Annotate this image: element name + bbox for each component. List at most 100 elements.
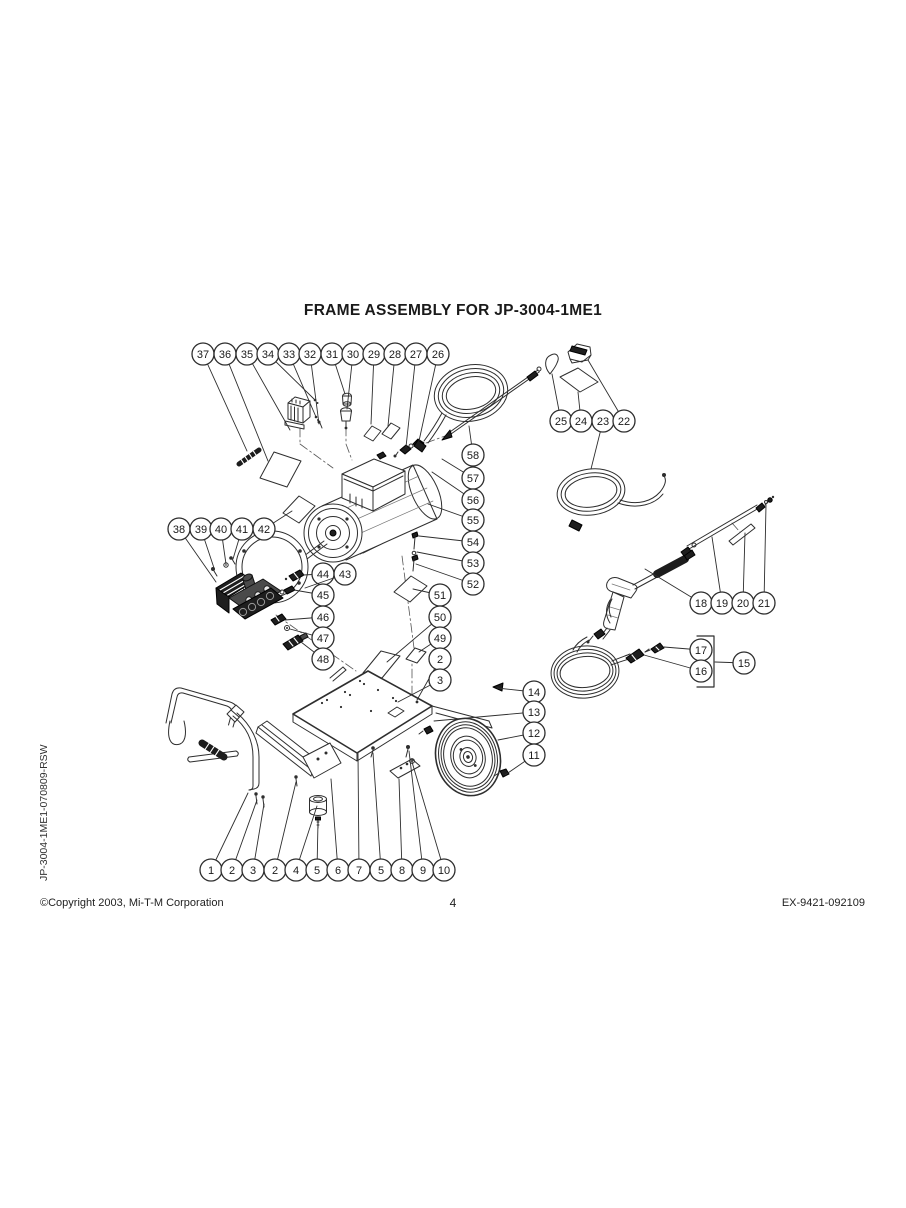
callout-48: 48 (300, 641, 335, 671)
callout-number: 44 (317, 569, 329, 581)
pump-fasteners (211, 556, 236, 577)
callout-number: 21 (758, 598, 770, 610)
callout-49: 49 (418, 626, 452, 653)
callout-number: 10 (438, 865, 450, 877)
callout-number: 2 (272, 865, 278, 877)
pump-fittings (270, 569, 309, 651)
decal-29 (363, 425, 382, 442)
motor-bolts (411, 531, 419, 572)
callout-number: 39 (195, 524, 207, 536)
leader-line (330, 778, 339, 871)
leader-line (231, 799, 258, 871)
callout-number: 26 (432, 349, 444, 361)
callout-21: 21 (752, 504, 776, 615)
callout-3: 3 (397, 668, 452, 703)
page-number: 4 (449, 896, 457, 910)
callout-number: 47 (317, 633, 329, 645)
callout-number: 22 (618, 416, 630, 428)
leader-line (309, 353, 320, 425)
callout-balloon (522, 743, 546, 767)
callout-19: 19 (710, 536, 734, 615)
callout-number: 4 (293, 865, 299, 877)
callout-number: 35 (241, 349, 253, 361)
callout-balloon (752, 591, 776, 615)
callout-balloon (461, 572, 485, 596)
callout-number: 15 (738, 658, 750, 670)
callout-4: 4 (284, 805, 318, 882)
callout-40: 40 (209, 517, 233, 565)
callout-number: 20 (737, 598, 749, 610)
callout-26: 26 (418, 342, 450, 442)
wand-parts (632, 495, 775, 590)
callout-55: 55 (427, 503, 485, 532)
callout-1: 1 (199, 792, 249, 882)
pump-drawing (215, 572, 284, 620)
callout-18: 18 (644, 568, 713, 615)
callout-37: 37 (191, 342, 248, 452)
callout-41: 41 (230, 517, 254, 560)
revision-side-label: JP-3004-1ME1-070809-RSW (38, 744, 50, 881)
callout-number: 38 (173, 524, 185, 536)
callout-28: 28 (383, 342, 407, 427)
callout-number: 28 (389, 349, 401, 361)
callout-52: 52 (415, 563, 485, 596)
leader-line (763, 504, 767, 604)
callout-number: 55 (467, 515, 479, 527)
callout-number: 3 (250, 865, 256, 877)
callout-number: 23 (597, 416, 609, 428)
callout-27: 27 (404, 342, 428, 448)
callout-3: 3 (241, 803, 265, 882)
callout-23: 23 (590, 409, 615, 470)
contactor-part (284, 396, 311, 430)
power-cord-coil (556, 468, 666, 532)
callout-2: 2 (263, 781, 297, 882)
callout-46: 46 (284, 605, 335, 629)
callout-38: 38 (167, 517, 217, 583)
leader-line (405, 353, 417, 448)
callout-number: 34 (262, 349, 274, 361)
callout-12: 12 (497, 721, 546, 745)
callout-51: 51 (412, 583, 452, 607)
callout-15: 15 (714, 651, 756, 675)
callout-balloon (432, 858, 456, 882)
callout-number: 49 (434, 633, 446, 645)
callout-number: 2 (229, 865, 235, 877)
callout-16: 16 (643, 654, 713, 683)
callout-34: 34 (256, 342, 315, 400)
leader-line (357, 752, 360, 871)
leader-line (202, 353, 248, 452)
callout-number: 46 (317, 612, 329, 624)
callout-7: 7 (347, 752, 371, 882)
wheel-drawing (434, 717, 510, 797)
callout-10: 10 (411, 761, 456, 882)
power-plug (567, 343, 592, 364)
callout-number: 33 (283, 349, 295, 361)
callout-number: 14 (528, 687, 540, 699)
callout-number: 43 (339, 569, 351, 581)
switch-parts (340, 392, 352, 430)
callout-20: 20 (731, 532, 755, 615)
callout-number: 8 (399, 865, 405, 877)
callout-number: 7 (356, 865, 362, 877)
callout-balloon (252, 517, 276, 541)
trigger-gun (586, 577, 638, 644)
decal-42 (282, 495, 316, 524)
callout-arrow-14 (492, 682, 504, 692)
leader-line (387, 353, 396, 427)
callout-number: 53 (467, 558, 479, 570)
callout-number: 27 (410, 349, 422, 361)
callout-balloon (461, 443, 485, 467)
callout-13: 13 (433, 700, 546, 724)
spring-part (236, 447, 262, 467)
callout-number: 5 (378, 865, 384, 877)
page-title: FRAME ASSEMBLY FOR JP-3004-1ME1 (303, 302, 603, 319)
callout-29: 29 (362, 342, 386, 425)
callout-number: 50 (434, 612, 446, 624)
callout-6: 6 (326, 778, 350, 882)
callout-2: 2 (220, 799, 258, 882)
callout-22: 22 (587, 359, 636, 433)
callout-number: 2 (437, 654, 443, 666)
document-number: EX-9421-092109 (781, 897, 865, 909)
lance-tube (441, 366, 542, 441)
